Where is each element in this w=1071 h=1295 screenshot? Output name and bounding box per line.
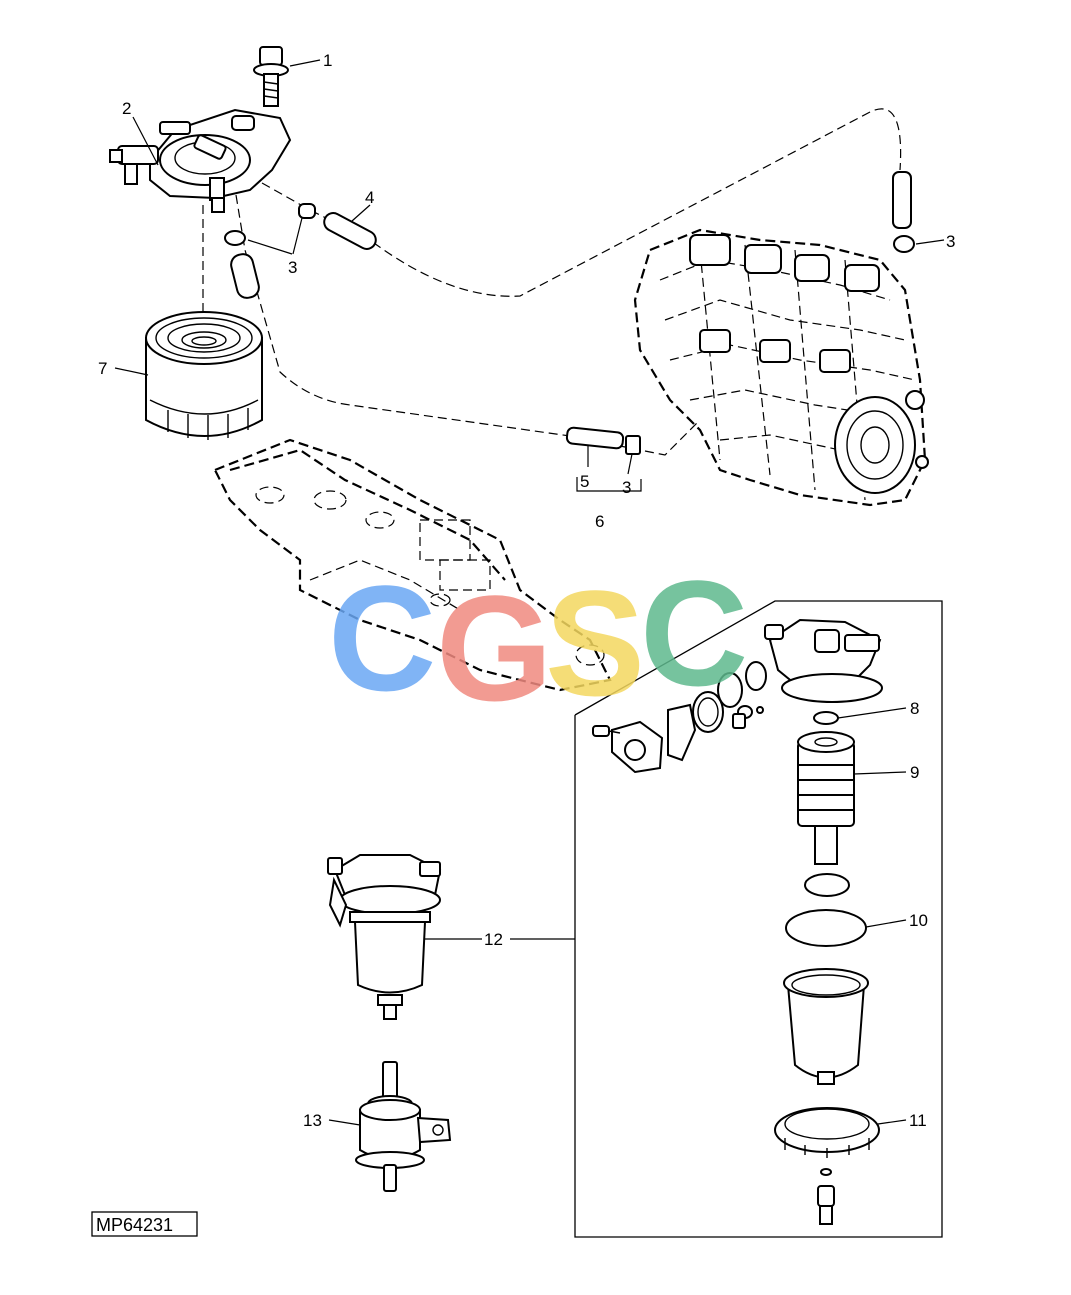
callout-10: 10 — [909, 911, 928, 930]
callout-6: 6 — [595, 512, 604, 531]
sealing-ring-part — [804, 873, 850, 897]
drain-plug-part — [817, 1168, 835, 1225]
callout-labels: 1 2 3 3 3 3 4 5 6 7 8 9 10 11 12 13 — [98, 51, 955, 1130]
filter-head-part — [109, 108, 292, 213]
watermark-logo: C G S C — [328, 549, 748, 732]
kit-frame — [574, 600, 943, 1238]
filter-element-part — [797, 731, 855, 865]
callout-11: 11 — [909, 1111, 927, 1130]
watermark-letter: C — [640, 549, 748, 717]
callout-1: 1 — [323, 51, 332, 70]
watermark-letter: C — [328, 554, 436, 722]
reference-code-box: MP64231 — [91, 1211, 198, 1237]
bowl-ring-nut-part — [774, 1107, 880, 1158]
fuel-line-lower — [235, 194, 701, 456]
callout-7: 7 — [98, 359, 107, 378]
fuel-filter-part — [145, 311, 263, 440]
watermark-letter: S — [545, 559, 645, 727]
callout-2: 2 — [122, 99, 131, 118]
bolt-part — [253, 46, 289, 107]
water-separator-assembly — [327, 854, 442, 1020]
reference-code: MP64231 — [96, 1215, 173, 1235]
water-separator-head — [764, 618, 883, 703]
gasket-plate-part — [592, 720, 664, 774]
callout-12: 12 — [484, 930, 503, 949]
watermark-letter: G — [436, 564, 553, 732]
fuel-line-upper — [261, 108, 902, 297]
o-ring-small-part — [813, 711, 839, 725]
injection-pump-assembly — [633, 228, 929, 507]
fuel-hose-part — [230, 171, 912, 450]
sediment-bowl-part — [783, 968, 869, 1085]
hose-clamp-part — [224, 203, 915, 455]
callout-4: 4 — [365, 188, 374, 207]
callout-13: 13 — [303, 1111, 322, 1130]
fuel-pump-part — [355, 1061, 452, 1192]
engine-block-phantom — [213, 438, 612, 692]
callout-3: 3 — [622, 478, 631, 497]
callout-leaders — [114, 59, 945, 1126]
callout-5: 5 — [580, 472, 589, 491]
o-ring-large-part — [785, 909, 867, 947]
callout-3: 3 — [946, 232, 955, 251]
callout-8: 8 — [910, 699, 919, 718]
callout-3: 3 — [288, 258, 297, 277]
valve-lever-part — [667, 661, 767, 762]
callout-9: 9 — [910, 763, 919, 782]
